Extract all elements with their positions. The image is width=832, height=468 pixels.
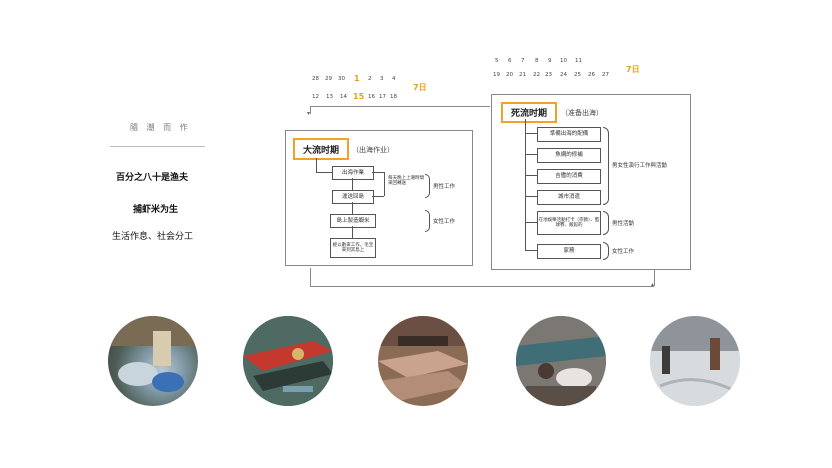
loop-line-top <box>372 172 384 173</box>
photo-boats-art <box>243 316 333 406</box>
date-4: 4 <box>392 76 396 82</box>
sidebar-divider <box>110 146 205 147</box>
bottom-connector-left <box>310 268 311 286</box>
photo-shrimp-drying-women-art <box>650 316 740 406</box>
sidebar-line-1: 百分之八十是渔夫 <box>116 170 188 183</box>
bottom-connector <box>310 286 654 287</box>
date-23: 23 <box>545 72 552 78</box>
node-transport-back: 運送回島 <box>332 190 374 204</box>
node-net-repair: 魚網的修補 <box>537 148 601 163</box>
loop-line-right <box>384 172 385 196</box>
node-workers: 經以數來工作，毛宝來到其島上 <box>330 238 376 258</box>
dead-tide-male2-label: 男性活動 <box>612 219 634 227</box>
dead-tide-female-label: 女性工作 <box>612 247 634 255</box>
date-3: 3 <box>380 76 384 82</box>
node-go-to-sea: 出海作業 <box>332 166 374 180</box>
date-9: 9 <box>548 58 552 64</box>
node-city-leisure: 城市消遣 <box>537 190 601 205</box>
date-5: 5 <box>495 58 499 64</box>
dead-tide-title: 死流时期 <box>501 102 557 123</box>
big-tide-subtitle: （出海作业） <box>352 145 394 155</box>
date-13: 13 <box>326 94 333 100</box>
flow-line-2 <box>352 202 353 214</box>
date-8: 8 <box>535 58 539 64</box>
date-17: 17 <box>379 94 386 100</box>
date-24: 24 <box>560 72 567 78</box>
date-20: 20 <box>506 72 513 78</box>
sidebar-line-3: 生活作息、社会分工 <box>112 229 193 242</box>
branch-4 <box>525 196 537 197</box>
date-19: 19 <box>493 72 500 78</box>
date-2: 2 <box>368 76 372 82</box>
date-11: 11 <box>575 58 582 64</box>
dead-male-female-brace <box>603 127 609 205</box>
date-22: 22 <box>533 72 540 78</box>
branch-6 <box>525 250 537 251</box>
dead-trunk-line <box>525 119 526 251</box>
date-1: 1 <box>354 74 360 83</box>
date-12: 12 <box>312 94 319 100</box>
date-10: 10 <box>560 58 567 64</box>
photo-shrimp-sorting <box>108 316 198 406</box>
dead-tide-day-label: 7日 <box>626 64 640 75</box>
photo-boats <box>243 316 333 406</box>
bottom-connector-arrow-icon: ▴ <box>651 281 654 288</box>
female-brace <box>425 210 430 232</box>
date-14: 14 <box>340 94 347 100</box>
dead-tide-male-label: 男女性演行工作與活動 <box>612 161 667 169</box>
dead-tide-subtitle: （准备出海） <box>561 108 603 118</box>
photo-shrimp-sorting-art <box>108 316 198 406</box>
top-connector-arrow-icon: ▾ <box>307 110 310 117</box>
photo-net-repair-art <box>516 316 606 406</box>
node-make-shrimp: 島上製造蝦米 <box>330 214 376 228</box>
date-25: 25 <box>574 72 581 78</box>
date-28: 28 <box>312 76 319 82</box>
node-housework: 家務 <box>537 244 601 259</box>
date-15: 15 <box>353 92 364 101</box>
big-tide-day-label: 7日 <box>413 82 427 93</box>
top-connector <box>310 106 490 107</box>
male-brace <box>425 174 430 198</box>
date-30: 30 <box>338 76 345 82</box>
branch-3 <box>525 175 537 176</box>
date-6: 6 <box>508 58 512 64</box>
sidebar-caption: 隨 潮 而 作 <box>130 122 191 133</box>
flow-line-3 <box>352 226 353 238</box>
branch-2 <box>525 154 537 155</box>
date-16: 16 <box>368 94 375 100</box>
photo-drying-shrimp <box>378 316 468 406</box>
date-18: 18 <box>390 94 397 100</box>
flow-entry-line-v <box>316 158 317 172</box>
flow-entry-line <box>316 172 332 173</box>
photo-drying-shrimp-art <box>378 316 468 406</box>
dead-male-brace <box>603 211 609 235</box>
big-tide-male-label: 男性工作 <box>433 182 455 190</box>
photo-net-repair <box>516 316 606 406</box>
bottom-connector-right <box>654 270 655 286</box>
date-7: 7 <box>521 58 525 64</box>
branch-5 <box>525 222 537 223</box>
date-29: 29 <box>325 76 332 82</box>
top-connector-drop <box>310 106 311 114</box>
photo-shrimp-drying-women <box>650 316 740 406</box>
node-local-activities: 在地娛樂活動打卡（宗教）、籃球賽、飯館的 <box>537 211 601 235</box>
side-note: 每天晚上上潮時間來回轉送 <box>388 176 424 187</box>
date-26: 26 <box>588 72 595 78</box>
node-prepare-gear: 準備出海的配備 <box>537 127 601 142</box>
sidebar-line-2: 捕虾米为生 <box>133 202 178 215</box>
big-tide-female-label: 女性工作 <box>433 217 455 225</box>
flow-line-1 <box>352 178 353 190</box>
branch-1 <box>525 133 537 134</box>
date-21: 21 <box>519 72 526 78</box>
date-27: 27 <box>602 72 609 78</box>
node-consumption: 吉艦的消費 <box>537 169 601 184</box>
big-tide-title: 大流时期 <box>293 138 349 160</box>
loop-line-bottom <box>372 196 384 197</box>
